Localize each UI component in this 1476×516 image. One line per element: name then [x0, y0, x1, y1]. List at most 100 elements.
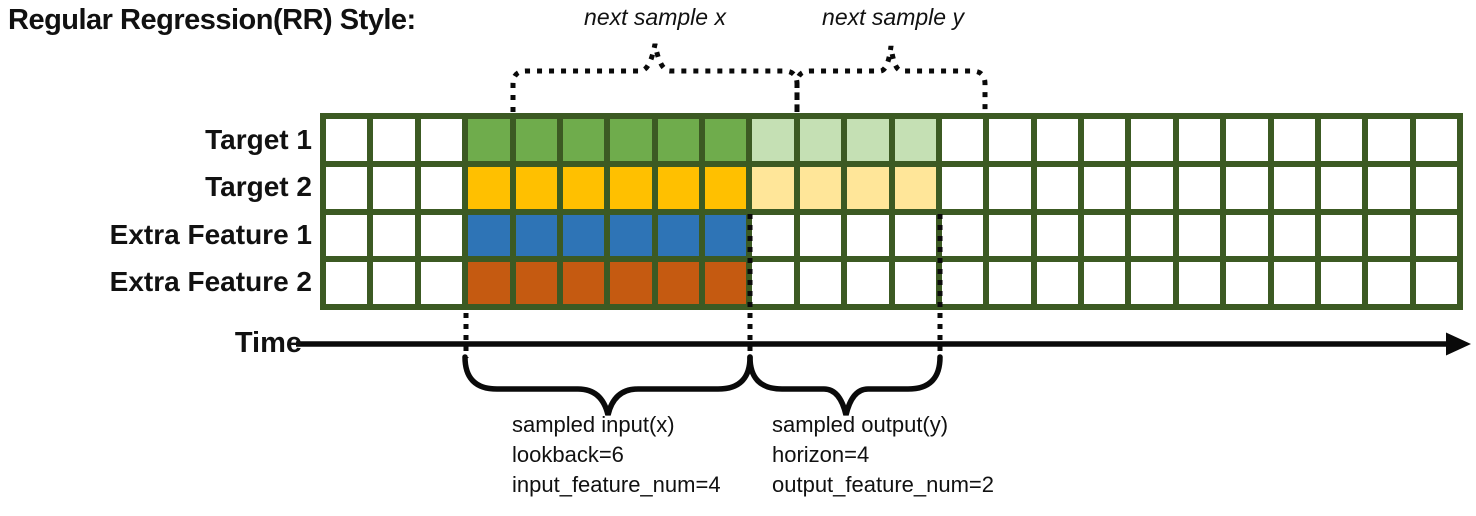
grid-cell-input — [610, 166, 652, 209]
grid-cell-empty — [420, 166, 463, 209]
row-label-target-2: Target 2 — [205, 171, 312, 202]
grid-cell-empty — [1415, 166, 1457, 209]
grid-cell-empty — [752, 214, 794, 257]
page-title: Regular Regression(RR) Style: — [8, 4, 416, 36]
grid-cell-input — [562, 214, 605, 257]
row-label-extra-feature-1: Extra Feature 1 — [109, 219, 312, 250]
grid-cell-empty — [989, 119, 1031, 161]
grid-cell-empty — [1320, 214, 1363, 257]
grid-cell-empty — [989, 262, 1031, 304]
grid-cell-input — [657, 262, 699, 304]
grid-cell-input — [468, 119, 510, 161]
grid-cell-input — [705, 166, 747, 209]
grid-cell-empty — [1036, 214, 1078, 257]
grid-cell-empty — [1131, 119, 1173, 161]
grid-cell-empty — [1084, 166, 1126, 209]
grid-cell-empty — [1036, 119, 1078, 161]
grid-cell-empty — [1273, 119, 1315, 161]
grid-cell-empty — [752, 262, 794, 304]
grid-cell-empty — [420, 262, 463, 304]
grid-cell-empty — [326, 119, 368, 161]
grid-cell-empty — [326, 166, 368, 209]
output-feature-num-value: output_feature_num=2 — [772, 472, 995, 497]
grid-cell-empty — [1368, 119, 1410, 161]
sampled-output-note: sampled output(y) horizon=4 output_featu… — [772, 410, 994, 500]
next-sample-x-brace — [510, 43, 800, 112]
horizon-value: horizon=4 — [772, 442, 870, 467]
grid-cell-empty — [799, 262, 842, 304]
lookback-value: lookback=6 — [512, 442, 624, 467]
grid-cell-empty — [1415, 119, 1457, 161]
grid-cell-output — [847, 166, 889, 209]
grid-cell-input — [610, 214, 652, 257]
grid-cell-empty — [1036, 166, 1078, 209]
grid-cell-empty — [989, 214, 1031, 257]
grid-cell-empty — [1273, 214, 1315, 257]
grid-cell-input — [562, 166, 605, 209]
grid-cell-input — [705, 214, 747, 257]
grid-cell-empty — [847, 214, 889, 257]
grid-cell-empty — [1178, 214, 1221, 257]
grid-cell-output — [847, 119, 889, 161]
grid-cell-empty — [1320, 119, 1363, 161]
grid-cell-empty — [847, 262, 889, 304]
row-label-extra-feature-2: Extra Feature 2 — [109, 266, 312, 297]
grid-cell-output — [799, 119, 842, 161]
grid-cell-empty — [1131, 214, 1173, 257]
grid-cell-input — [705, 119, 747, 161]
grid-cell-input — [610, 119, 652, 161]
next-sample-y-brace — [794, 45, 988, 112]
grid-cell-input — [515, 262, 557, 304]
grid-cell-empty — [1320, 262, 1363, 304]
grid-cell-empty — [373, 119, 415, 161]
time-arrow-head — [1446, 332, 1471, 356]
grid-cell-input — [705, 262, 747, 304]
grid-cell-empty — [420, 119, 463, 161]
grid-cell-empty — [1415, 214, 1457, 257]
grid-cell-input — [657, 166, 699, 209]
grid-cell-input — [657, 214, 699, 257]
grid-cell-input — [515, 166, 557, 209]
grid-cell-empty — [1036, 262, 1078, 304]
time-axis-label: Time — [234, 327, 302, 359]
grid-cell-empty — [373, 262, 415, 304]
grid-cell-empty — [1178, 119, 1221, 161]
grid-cell-empty — [1320, 166, 1363, 209]
grid-cell-empty — [1368, 166, 1410, 209]
grid-cell-input — [657, 119, 699, 161]
sampled-input-note: sampled input(x) lookback=6 input_featur… — [512, 410, 721, 500]
grid-cell-empty — [1368, 262, 1410, 304]
output-window-brace — [747, 354, 943, 416]
sampled-output-title: sampled output(y) — [772, 412, 949, 437]
grid-cell-output — [752, 166, 794, 209]
grid-cell-empty — [1226, 166, 1268, 209]
grid-cell-input — [515, 214, 557, 257]
grid-cell-input — [515, 119, 557, 161]
grid-cell-empty — [1131, 166, 1173, 209]
grid-cell-input — [610, 262, 652, 304]
grid-cell-empty — [894, 214, 936, 257]
next-sample-y-label: next sample y — [822, 4, 964, 30]
grid-cell-output — [894, 119, 936, 161]
grid-cell-empty — [1084, 119, 1126, 161]
grid-cell-empty — [989, 166, 1031, 209]
input-window-brace — [462, 354, 753, 416]
grid-cell-empty — [1226, 214, 1268, 257]
grid-cell-empty — [941, 119, 984, 161]
grid-cell-empty — [1178, 262, 1221, 304]
input-feature-num-value: input_feature_num=4 — [512, 472, 721, 497]
grid-cell-empty — [941, 166, 984, 209]
grid-cell-input — [562, 119, 605, 161]
grid-cell-empty — [1273, 262, 1315, 304]
grid-cell-output — [799, 166, 842, 209]
grid-cell-input — [468, 214, 510, 257]
next-sample-x-label: next sample x — [584, 4, 726, 30]
grid-cell-empty — [373, 214, 415, 257]
row-label-target-1: Target 1 — [205, 124, 312, 155]
grid-cell-empty — [1273, 166, 1315, 209]
grid-cell-empty — [1226, 262, 1268, 304]
grid-cell-empty — [373, 166, 415, 209]
grid-cell-empty — [1084, 262, 1126, 304]
